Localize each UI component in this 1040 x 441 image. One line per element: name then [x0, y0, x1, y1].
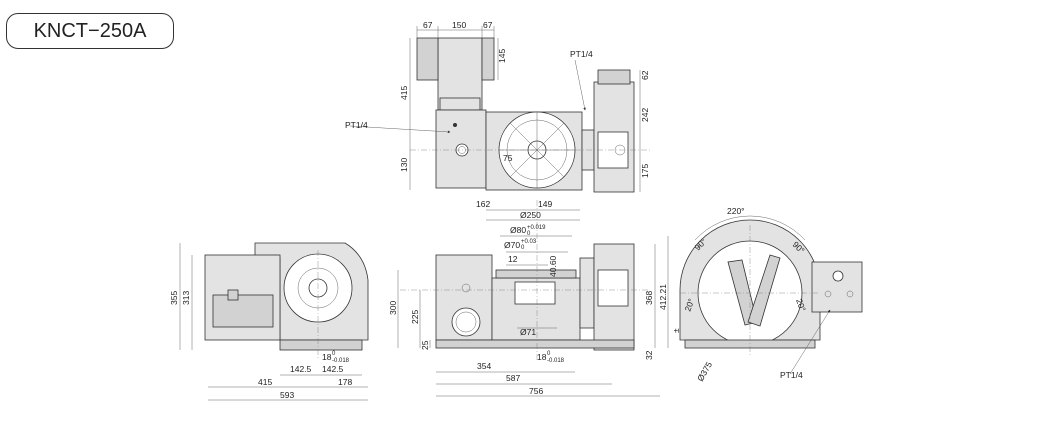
dim-text: 162 [476, 199, 490, 209]
dim-text: 25 [420, 340, 430, 350]
dim-text: 0 [332, 351, 336, 357]
port-label: PT1/4 [345, 120, 368, 130]
dim-text: Ø70 [504, 240, 520, 250]
dim-text: 18 [322, 352, 332, 362]
right-view [679, 215, 863, 375]
dim-text: Ø250 [520, 210, 541, 220]
dim-text: 142.5 [290, 364, 312, 374]
dim-text: Ø80 [510, 225, 526, 235]
dim-text: 178 [338, 377, 352, 387]
dim-text: +0.019 [527, 225, 546, 231]
port-label: PT1/4 [570, 49, 593, 59]
dim-text: 32 [644, 350, 654, 360]
dim-text: 756 [529, 386, 543, 396]
dim-text: 220° [727, 206, 745, 216]
dim-text: 0 [527, 231, 531, 237]
angle-label: 75 [503, 153, 513, 163]
dim-text: 130 [399, 158, 409, 172]
dim-text: 300 [388, 301, 398, 315]
dim-text: 142.5 [322, 364, 344, 374]
front-view [397, 200, 669, 397]
dim-text: 175 [640, 164, 650, 178]
dim-text: 150 [452, 20, 466, 30]
dim-text: ± [671, 328, 681, 333]
dim-text: 67 [423, 20, 433, 30]
dim-text: 354 [477, 361, 491, 371]
dim-text: 67 [483, 20, 493, 30]
dim-text: -0.018 [332, 358, 350, 364]
dim-text: 40.60 [548, 255, 558, 277]
dim-text: 62 [640, 70, 650, 80]
dim-text: 20° [794, 297, 808, 313]
dim-text: 149 [538, 199, 552, 209]
port-label: PT1/4 [780, 370, 803, 380]
dim-text: 242 [640, 108, 650, 122]
dim-text: Ø71 [520, 327, 536, 337]
dim-text: 225 [410, 310, 420, 324]
dim-text: 415 [399, 86, 409, 100]
dim-text: 18 [537, 352, 547, 362]
dim-text: 12 [508, 254, 518, 264]
dim-text: 313 [181, 291, 191, 305]
dim-text: 415 [258, 377, 272, 387]
dim-text: 0 [521, 245, 525, 251]
model-label: KNCT−250A [6, 13, 174, 49]
dim-text: 412.21 [658, 284, 668, 310]
dim-text: 368 [644, 291, 654, 305]
top-view [349, 26, 650, 193]
dim-text: Ø375 [695, 360, 714, 383]
left-view [179, 242, 369, 401]
dim-text: 355 [169, 291, 179, 305]
dim-text: 0 [547, 351, 551, 357]
dim-text: +0.03 [521, 239, 537, 245]
dim-text: 20° [682, 297, 696, 313]
dim-text: -0.018 [547, 358, 565, 364]
dim-text: 587 [506, 373, 520, 383]
dim-text: 593 [280, 390, 294, 400]
dim-text: 145 [497, 49, 507, 63]
